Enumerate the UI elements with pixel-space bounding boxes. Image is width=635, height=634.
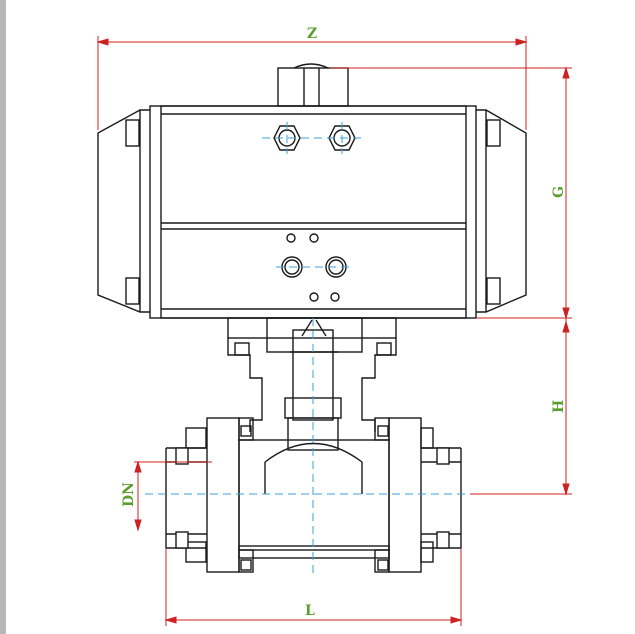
left-bolt-bottom — [125, 277, 140, 305]
label-dn: DN — [121, 482, 137, 507]
left-bolt-top — [125, 119, 140, 147]
left-flange — [206, 417, 240, 573]
right-bolt-head-bottom — [420, 541, 434, 563]
label-h: H — [551, 400, 567, 413]
label-g: G — [551, 186, 567, 198]
right-bolt-bottom — [486, 277, 501, 305]
left-bolt-head-bottom — [185, 541, 207, 563]
dimension-lines — [96, 36, 572, 626]
left-bolt-head-top — [185, 427, 207, 449]
mounting-bracket — [227, 317, 397, 432]
indicator-cap — [277, 67, 349, 107]
left-end-cap — [97, 109, 150, 313]
center-lines — [145, 122, 480, 578]
label-l: L — [305, 603, 315, 619]
right-bolt-head-top — [420, 427, 434, 449]
port-small-3 — [309, 292, 319, 302]
right-bolt-top — [486, 119, 501, 147]
actuator-body — [149, 105, 477, 319]
port-small-4 — [330, 292, 340, 302]
pneumatic-actuator — [97, 63, 527, 319]
dimension-labels: Z G H DN L — [121, 26, 567, 619]
right-flange — [388, 417, 422, 573]
port-small-2 — [309, 233, 319, 243]
label-z: Z — [307, 26, 317, 42]
port-hex-left — [273, 125, 301, 151]
port-small-1 — [286, 233, 296, 243]
right-end-cap — [476, 109, 527, 313]
indicator-dome — [293, 63, 329, 69]
page-edge-strip — [0, 0, 6, 634]
